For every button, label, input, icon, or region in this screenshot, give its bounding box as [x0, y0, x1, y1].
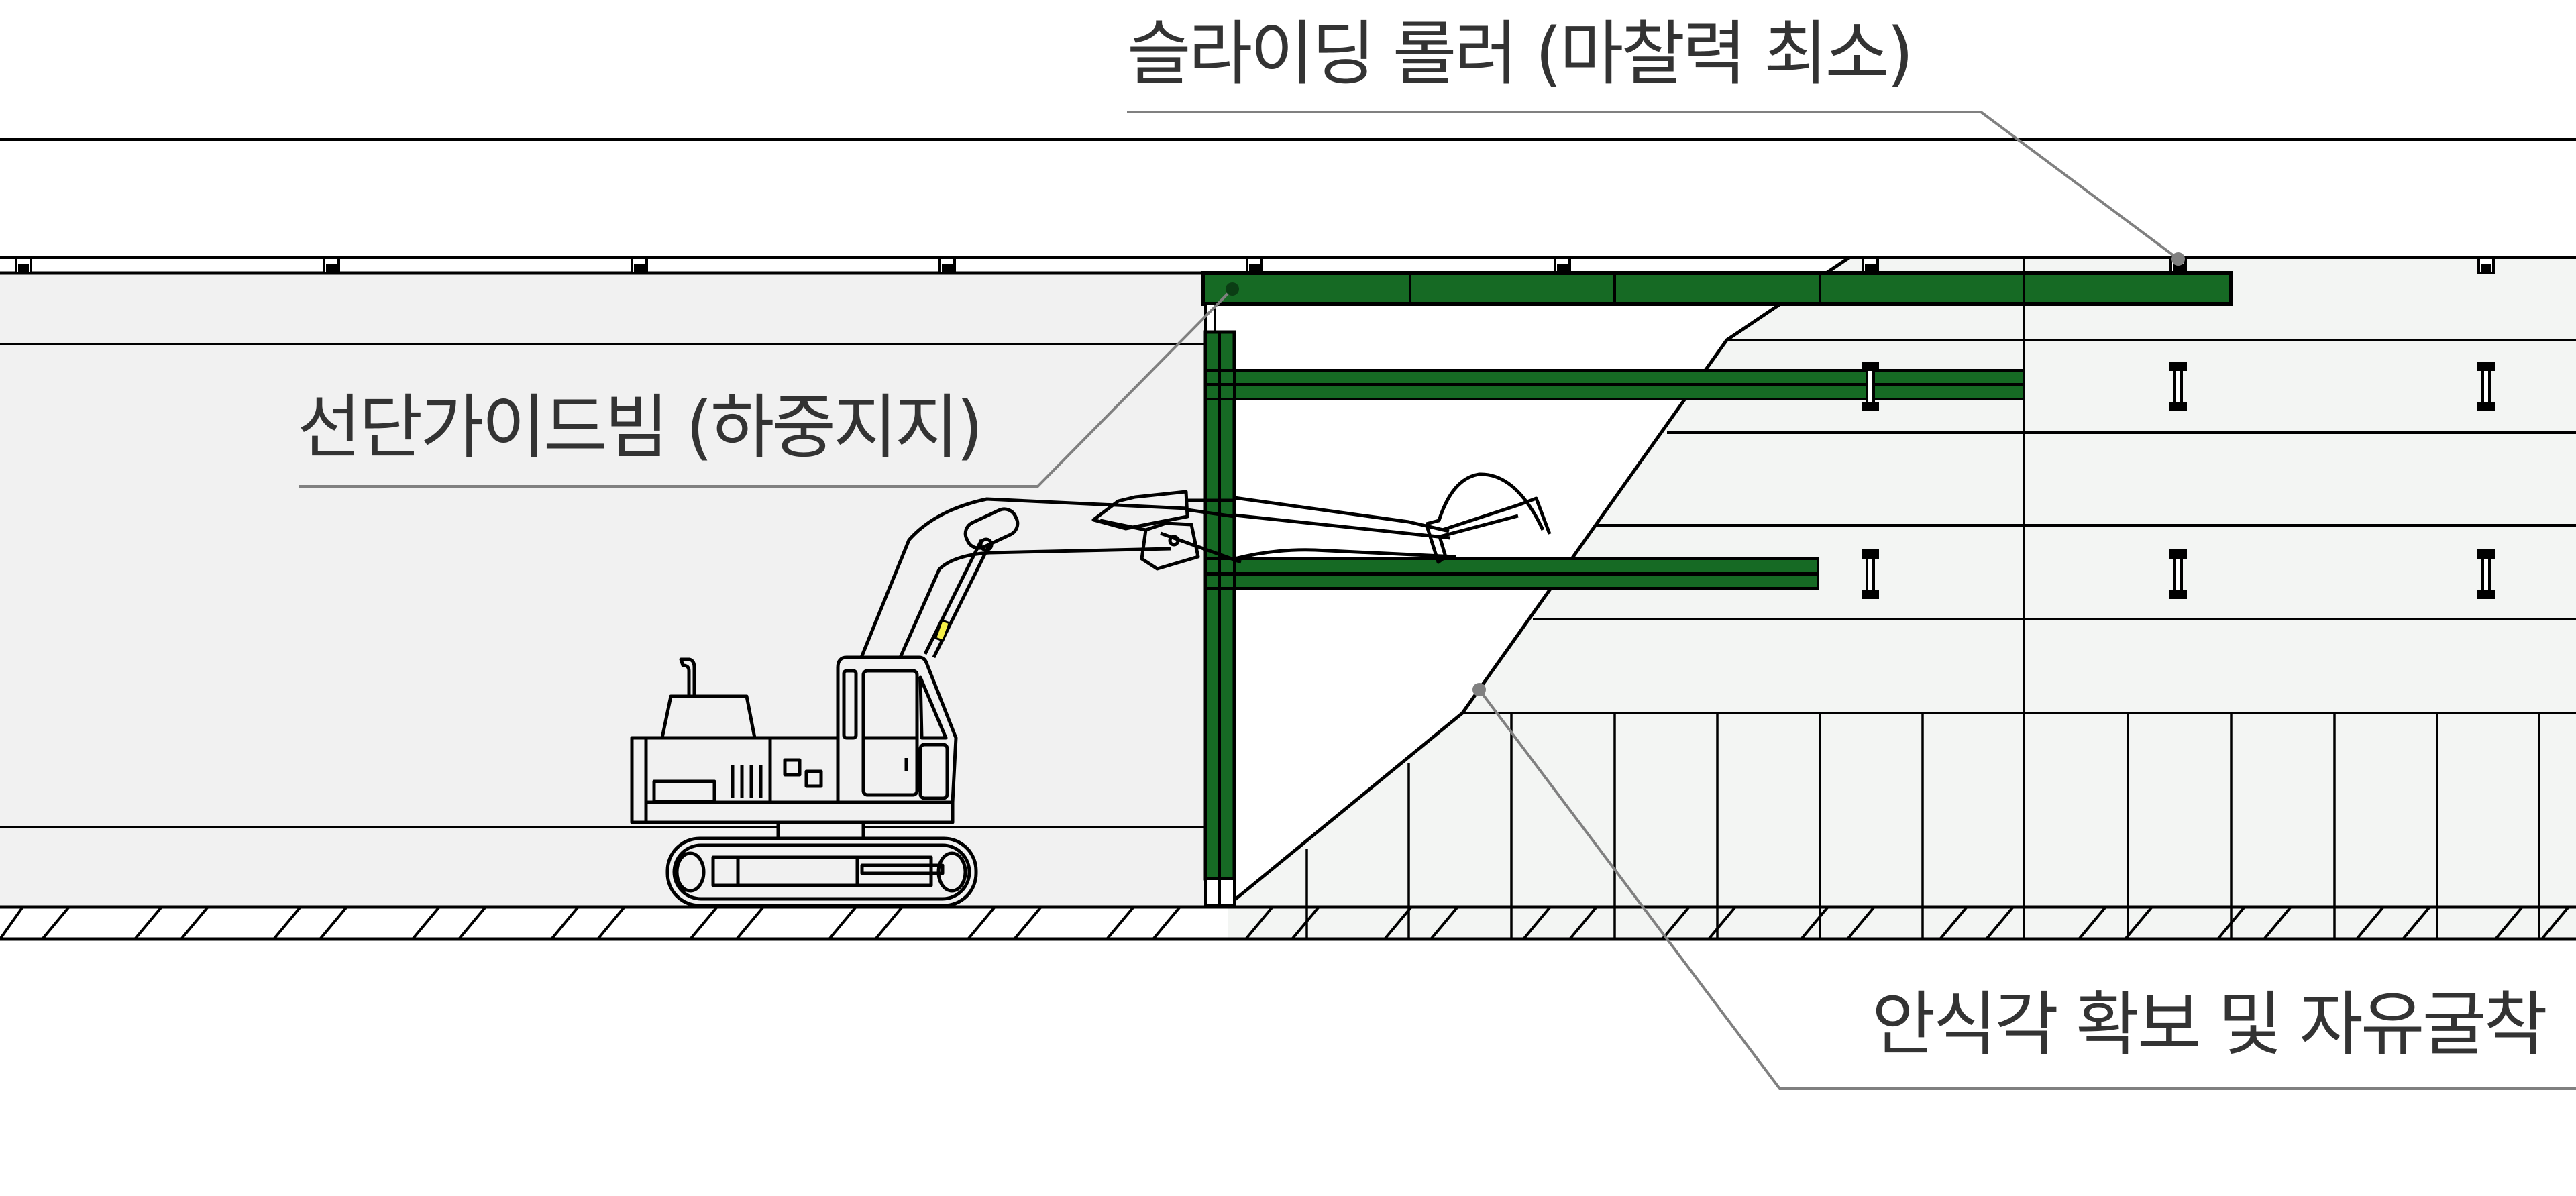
leader-dots	[1226, 252, 2185, 696]
sliding-roller-label: 슬라이딩 롤러 (마찰력 최소)	[1127, 13, 1914, 95]
i-section-supports	[1862, 362, 2495, 599]
soil-layer-lines	[1462, 339, 2576, 714]
soil-vertical-lines	[1305, 713, 2540, 939]
guide-beam-label: 선단가이드빔 (하중지지)	[297, 386, 983, 468]
lower-guide-beam	[1204, 557, 1819, 590]
excavation-label: 안식각 확보 및 자유굴착	[1872, 983, 2548, 1065]
soil-mass	[1228, 257, 2576, 939]
ground-hatch	[0, 905, 2576, 941]
leader-lines	[299, 111, 2576, 1090]
excavator	[630, 472, 1552, 908]
left-tunnel-fill	[0, 273, 1204, 906]
top-guide-beam	[1201, 271, 2233, 306]
upper-guide-beam	[1204, 369, 2025, 400]
